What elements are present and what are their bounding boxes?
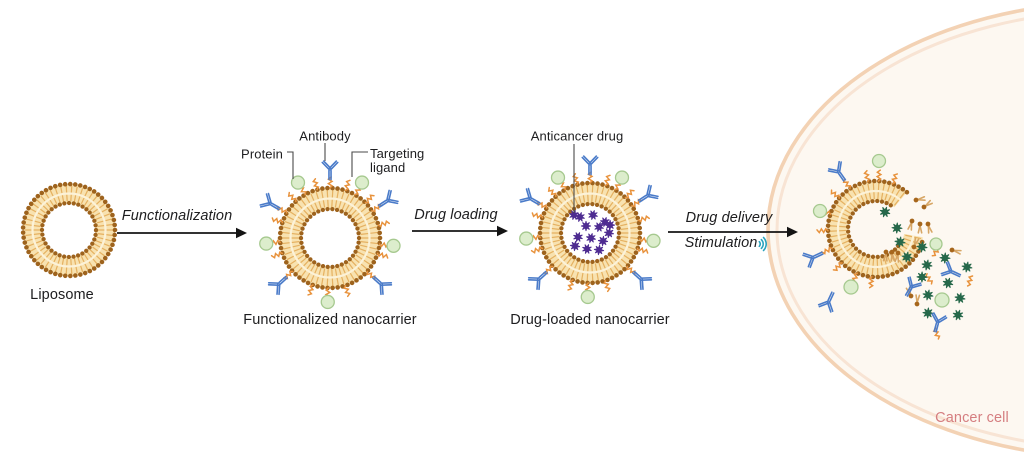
protein-icon [320,294,335,310]
antibody-icon [900,276,922,299]
drug-star-icon [593,244,605,256]
antibody-icon [322,161,337,179]
functionalized-nanocarrier-graphic [259,161,401,310]
drug-star-icon [879,206,891,218]
lipid-icon [917,221,923,234]
drug-star-icon [942,277,954,289]
functionalization-arrow [117,227,247,239]
drug-star-icon [580,220,592,232]
lipid-icon [925,221,933,234]
drug-star-icon [604,219,616,231]
antibody-icon [628,266,652,290]
drug-star-icon [922,307,934,319]
protein-icon [929,237,943,251]
drug-loaded-nanocarrier-graphic [519,156,661,305]
liposome-label: Liposome [30,287,94,303]
lipid-icon [914,294,921,307]
lipid-icon [907,218,915,231]
antibody-icon [928,313,947,334]
drug-delivery-arrow [668,226,798,238]
drug-star-icon [586,233,596,243]
drug-star-icon [582,244,592,254]
drug-star-icon [604,228,614,238]
anticancer-drug-callout-label: Anticancer drug [530,128,624,144]
antibody-icon [635,185,659,208]
protein-icon [259,236,274,251]
antibody-callout-label: Antibody [299,128,351,144]
antibody-icon [368,271,392,295]
protein-icon [812,203,828,219]
protein-icon [646,233,661,248]
targeting-ligand-callout-label: Targeting ligand [370,146,425,175]
drug-star-icon [922,289,934,301]
antibody-icon [802,246,825,268]
stimulation-arrow-sublabel: Stimulation [684,235,758,251]
released-drug-particles [879,195,974,340]
protein-icon [354,175,370,190]
antibody-icon [828,161,851,185]
cancer-cell-label: Cancer cell [935,410,1009,426]
lipid-icon [911,237,920,250]
drug-loading-arrow [412,225,508,237]
drug-star-icon [921,259,933,271]
drug-delivery-arrow-label: Drug delivery [685,210,773,226]
sound-waves-icon [758,236,768,252]
drug-star-icon [894,236,906,248]
drug-star-icon [954,292,966,304]
liposome-graphic [20,181,118,279]
drug-star-icon [569,210,579,220]
lipid-icon [921,199,933,210]
protein-icon [934,292,950,308]
antibody-icon [375,190,399,213]
antibody-icon [519,188,543,211]
drug-star-icon [961,261,973,273]
drug-loaded-nanocarrier-label: Drug-loaded nanocarrier [510,312,670,328]
antibody-icon [941,261,963,282]
lipid-icon [882,249,889,262]
callout-leader-lines [287,143,575,213]
antibody-icon [818,289,840,312]
lipid-icon [894,250,901,263]
drug-star-icon [573,232,583,242]
drug-star-icon [569,240,581,252]
drug-star-icon [952,309,964,321]
drug-star-icon [939,252,951,264]
drug-star-icon [594,222,604,232]
lipid-icon [889,249,896,262]
functionalization-arrow-label: Functionalization [121,208,233,224]
antibody-icon [582,156,597,174]
drug-star-icon [588,210,598,220]
drug-star-icon [901,251,913,263]
drug-loading-arrow-label: Drug loading [414,207,498,223]
protein-icon [386,238,401,253]
protein-callout-label: Protein [241,146,283,162]
antibody-icon [268,271,292,295]
protein-icon [614,170,630,185]
drug-star-icon [916,271,928,283]
protein-icon [843,279,859,295]
protein-icon [519,231,534,246]
protein-icon [550,170,566,185]
protein-icon [580,289,595,305]
protein-icon [871,153,887,169]
lipid-icon [913,195,926,203]
drug-star-icon [597,235,609,247]
drug-star-icon [916,241,928,253]
lipid-icon [949,247,962,255]
antibody-icon [259,193,283,216]
antibody-icon [528,266,552,290]
functionalized-nanocarrier-label: Functionalized nanocarrier [243,312,417,328]
protein-icon [290,175,306,190]
drug-star-icon [891,222,903,234]
